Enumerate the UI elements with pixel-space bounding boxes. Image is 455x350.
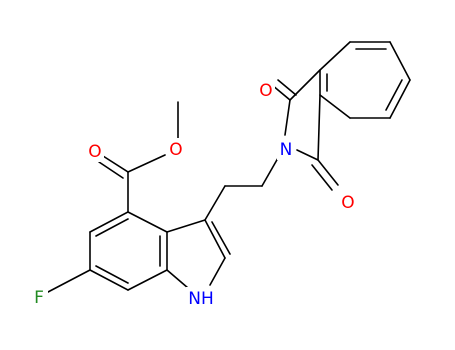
bond: [127, 154, 166, 173]
bond: [385, 79, 403, 111]
bond: [95, 218, 129, 237]
bond: [317, 94, 321, 161]
bond: [102, 155, 129, 173]
bond: [166, 219, 206, 233]
nitrogen-atom-label: N: [280, 140, 293, 160]
bond: [389, 79, 411, 119]
bond: [127, 211, 168, 233]
bond: [261, 157, 279, 187]
bond: [209, 257, 226, 286]
bond: [289, 69, 321, 101]
bond: [389, 41, 411, 81]
fluorine-atom-label: F: [34, 288, 44, 308]
oxygen-atom-label: O: [169, 140, 182, 160]
bond: [317, 159, 339, 186]
oxygen-atom-label: O: [341, 193, 354, 213]
bond: [89, 269, 129, 291]
oxygen-atom-label: O: [88, 142, 101, 162]
bond: [95, 265, 129, 284]
nh-atom-label: NH: [188, 289, 214, 309]
bond: [204, 185, 226, 221]
bond: [211, 221, 231, 255]
bond: [127, 269, 168, 291]
bond: [319, 41, 351, 71]
bond: [319, 94, 351, 119]
bond: [204, 219, 226, 259]
bond: [284, 99, 291, 136]
oxygen-atom-label: O: [259, 81, 272, 101]
bond: [311, 164, 333, 191]
bond: [277, 79, 297, 96]
bond: [98, 161, 124, 179]
bond: [47, 269, 91, 293]
bond: [166, 269, 189, 289]
atom-labels: O N O O O F NH: [30, 79, 357, 309]
bond: [296, 149, 319, 161]
bond-layer: [47, 41, 411, 293]
bond: [89, 211, 129, 233]
